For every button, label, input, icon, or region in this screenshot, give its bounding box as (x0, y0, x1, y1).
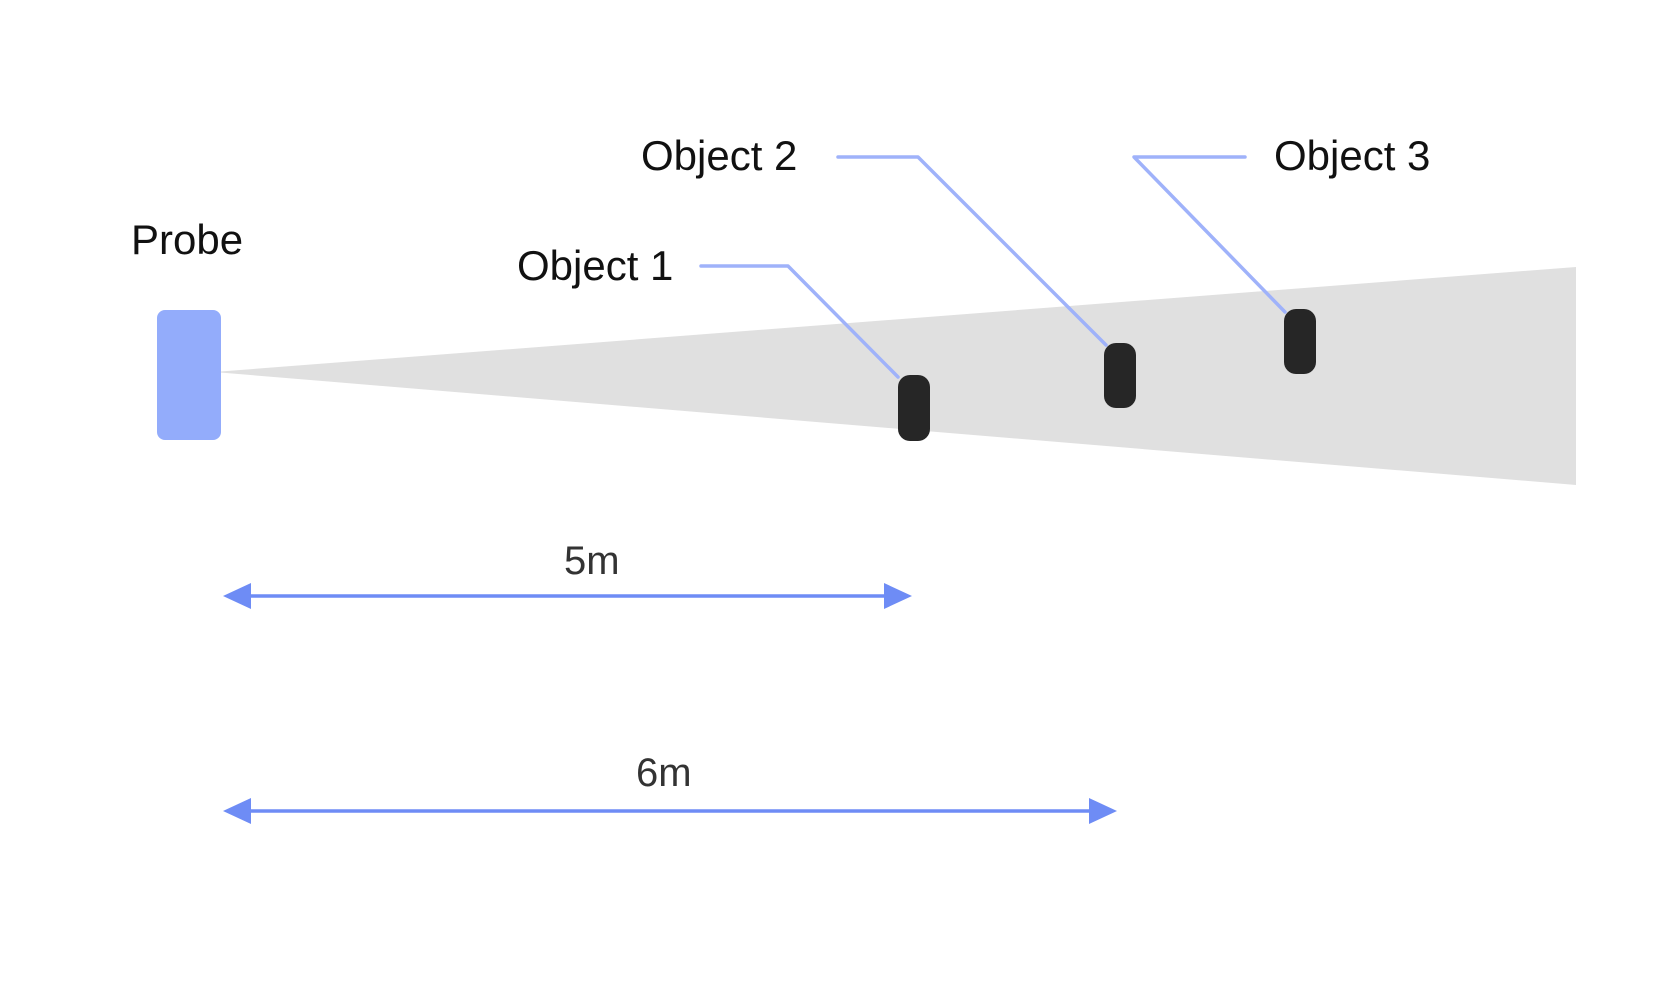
object-1 (898, 375, 930, 441)
object-2 (1104, 343, 1136, 408)
object-1-leader (699, 264, 900, 379)
object-3-label: Object 3 (1274, 132, 1430, 179)
object-1-label: Object 1 (517, 242, 673, 289)
dimension-6m-left-arrow (223, 798, 251, 824)
probe-label: Probe (131, 216, 243, 263)
object-2-leader (836, 155, 1108, 347)
object-2-label: Object 2 (641, 132, 797, 179)
dimension-6m-right-arrow (1089, 798, 1117, 824)
dimension-6m-label: 6m (636, 751, 692, 795)
object-3 (1284, 309, 1316, 374)
dimension-5m-left-arrow (223, 583, 251, 609)
probe-body (157, 310, 221, 440)
dimension-5m-label: 5m (564, 539, 620, 583)
object-3-leader (1132, 155, 1287, 314)
dimension-5m-right-arrow (884, 583, 912, 609)
